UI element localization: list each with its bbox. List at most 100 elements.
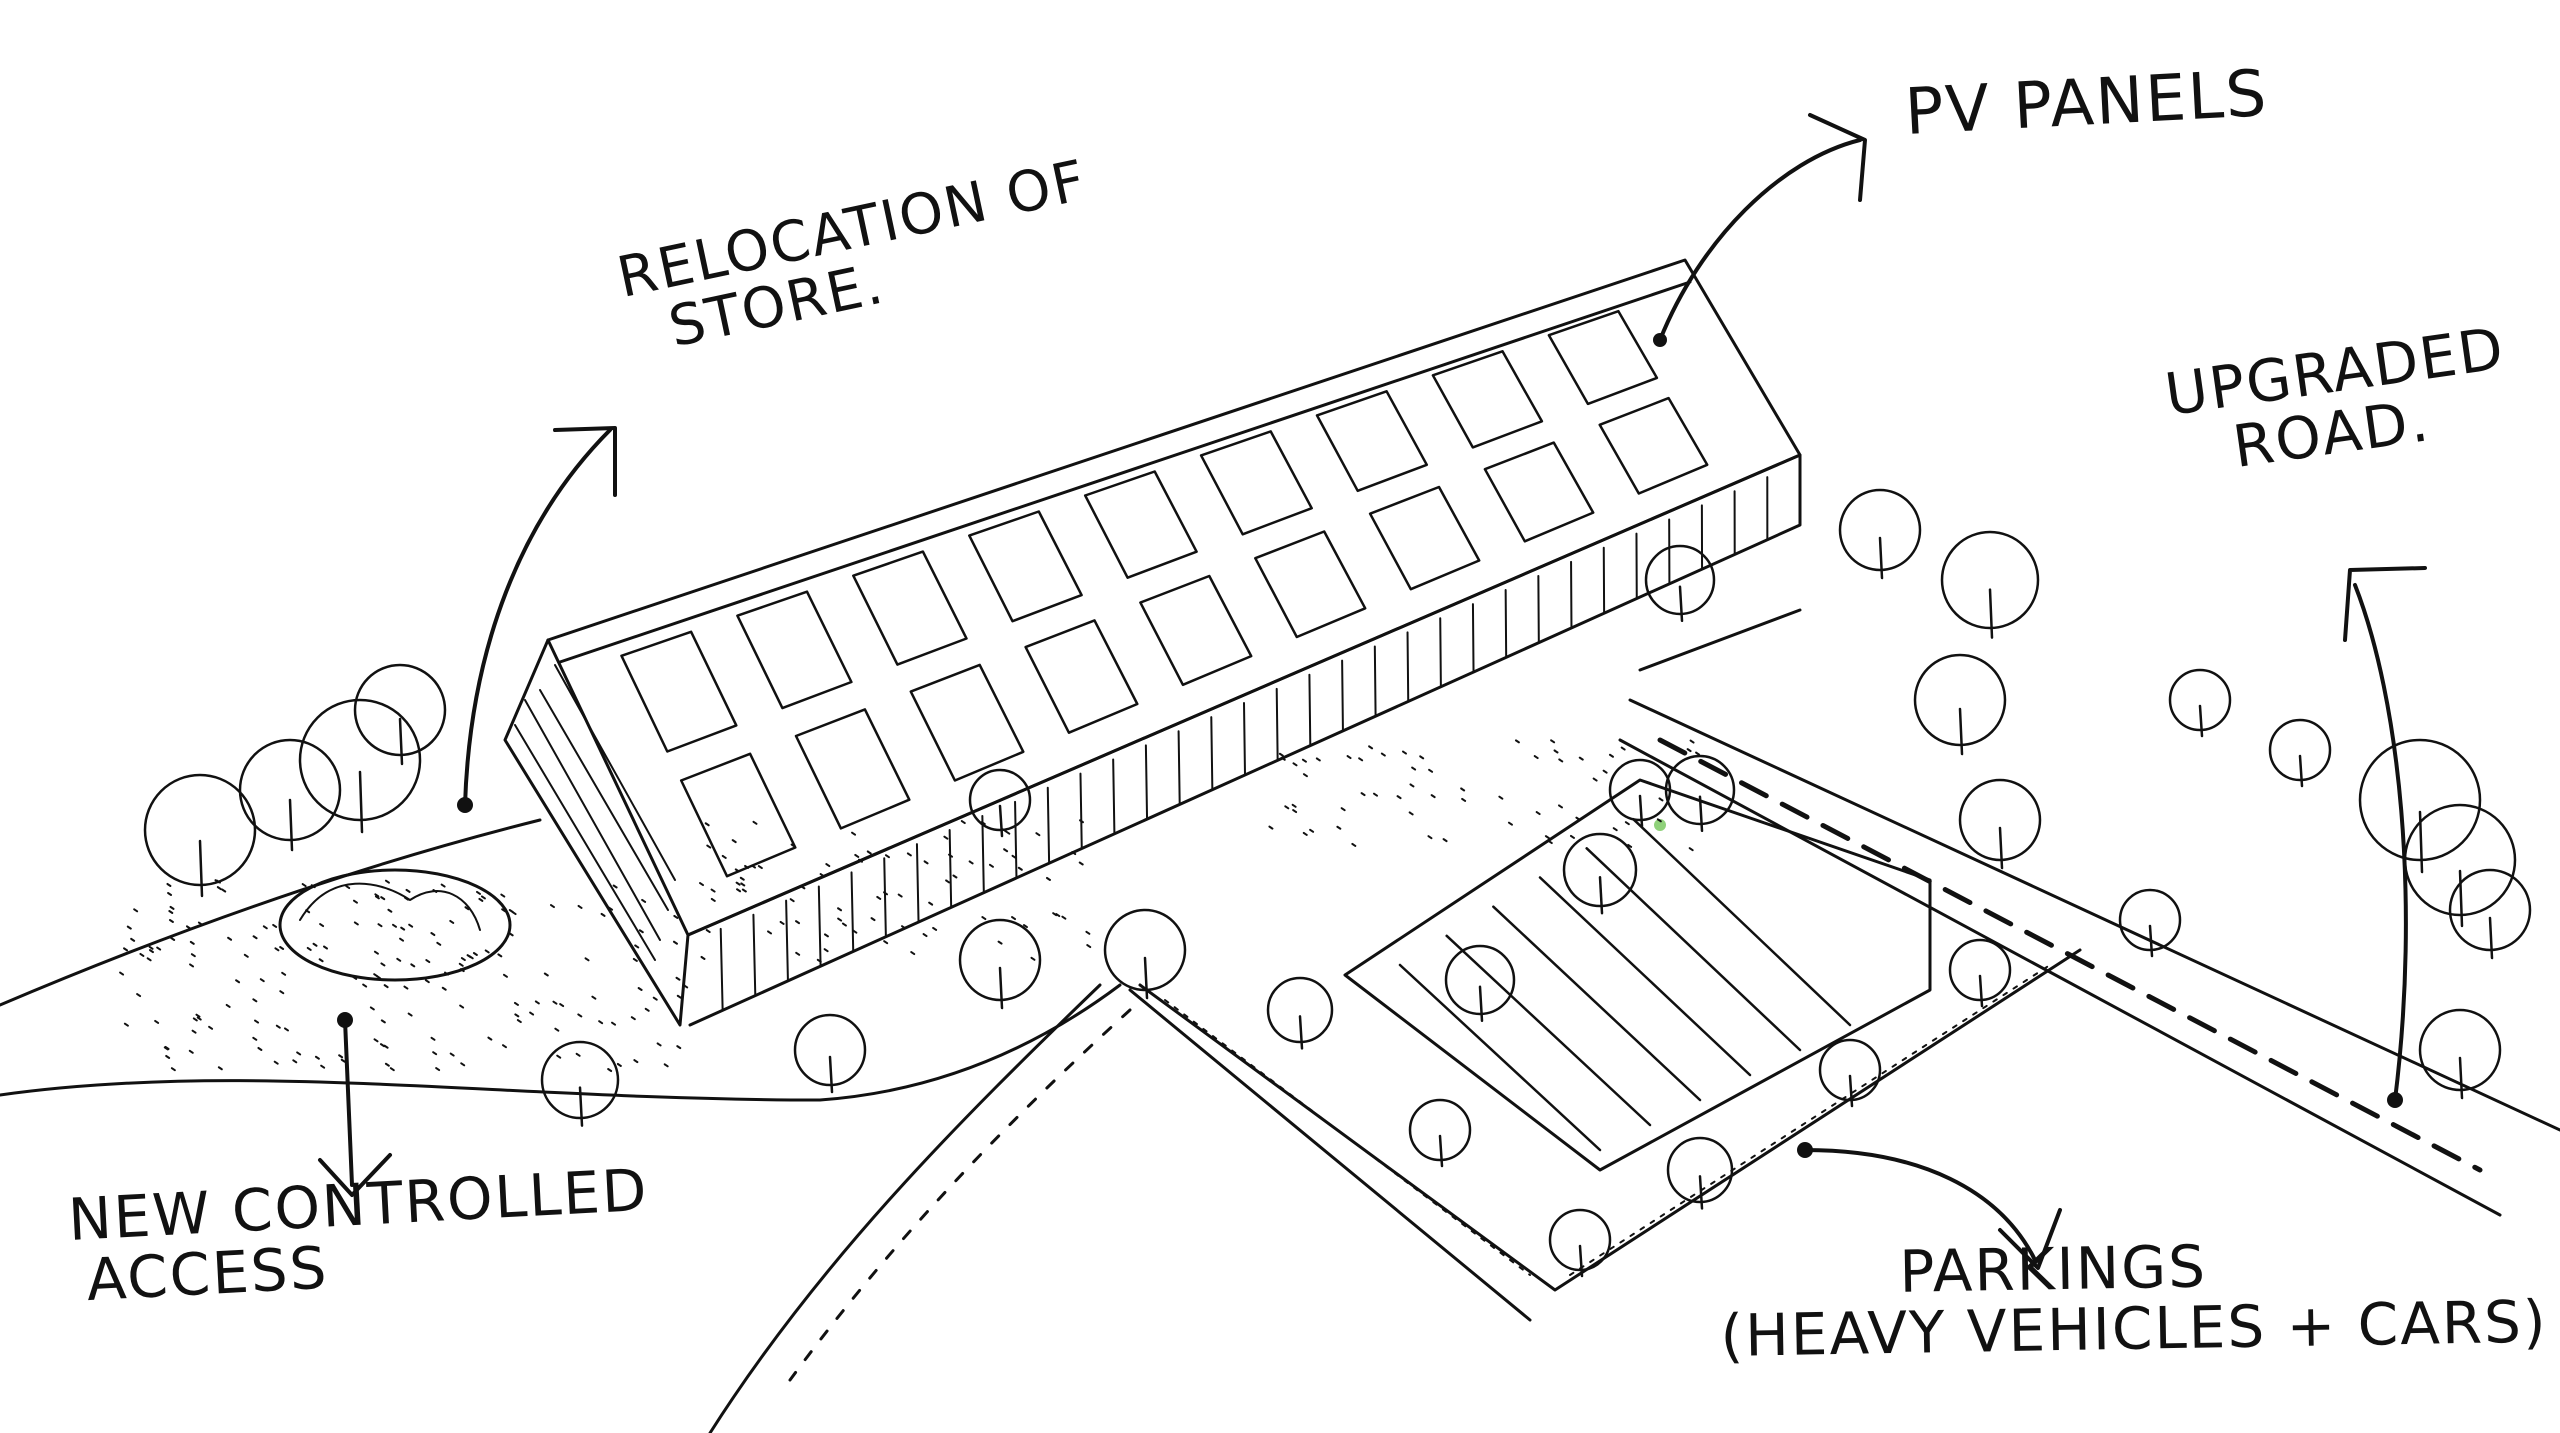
parking-bay-line — [1445, 934, 1652, 1127]
stipple-mark — [374, 893, 380, 898]
stipple-mark — [1035, 832, 1041, 837]
stipple-mark — [374, 895, 380, 900]
stipple-mark — [436, 941, 442, 946]
parking-bay-line — [1585, 847, 1802, 1052]
left-path-top — [0, 818, 542, 1007]
stipple-mark — [257, 1046, 263, 1051]
stipple-mark — [1085, 930, 1091, 935]
stipple-mark — [133, 908, 139, 913]
label-parkings: PARKINGS (HEAVY VEHICLES + CARS) — [1719, 1231, 2548, 1370]
stipple-mark — [189, 940, 195, 945]
stipple-mark — [981, 916, 987, 921]
tree-trunk — [398, 717, 404, 766]
roof-eave-line — [558, 280, 1692, 664]
stipple-mark — [656, 1042, 662, 1047]
stipple-mark — [387, 908, 393, 913]
stipple-mark — [1689, 739, 1695, 744]
stipple-mark — [314, 1055, 320, 1060]
relocation-dot — [457, 797, 473, 813]
window-mullion — [1014, 800, 1018, 879]
tree — [298, 698, 422, 822]
stipple-mark — [478, 897, 484, 902]
stipple-mark — [922, 933, 928, 938]
pv-panel — [1199, 430, 1313, 536]
stipple-mark — [123, 947, 129, 952]
stipple-mark — [322, 945, 328, 950]
stipple-mark — [710, 888, 716, 893]
stipple-mark — [312, 942, 318, 947]
tree-trunk — [2458, 1056, 2464, 1100]
window-mullion — [1439, 617, 1442, 688]
stipple-mark — [362, 983, 368, 988]
stipple-mark — [641, 898, 647, 903]
stipple-mark — [1078, 861, 1084, 866]
stipple-mark — [795, 951, 801, 956]
stipple-mark — [673, 940, 679, 945]
tree — [1958, 778, 2042, 862]
stipple-mark — [1001, 828, 1007, 833]
tree — [540, 1040, 620, 1120]
pv-panel — [968, 510, 1083, 623]
parking-bays — [1398, 817, 1852, 1152]
stipple-mark — [306, 946, 312, 951]
stipple-mark — [608, 906, 614, 911]
stipple-mark — [425, 959, 431, 964]
stipple-mark — [1430, 794, 1436, 799]
tree — [1266, 976, 1334, 1044]
stipple-mark — [876, 895, 882, 900]
landscaped-mound — [278, 868, 512, 982]
stipple-mark — [195, 1013, 201, 1018]
stipple-mark — [1547, 840, 1553, 845]
stipple-mark — [170, 936, 176, 941]
tree-trunk — [1638, 794, 1644, 828]
window-mullion — [1210, 716, 1214, 791]
stipple-mark — [208, 1025, 214, 1030]
stipple-mark — [460, 1062, 466, 1067]
stipple-mark — [795, 920, 801, 925]
stipple-mark — [852, 929, 858, 934]
stipple-mark — [508, 932, 514, 937]
tree-trunk — [1478, 985, 1484, 1023]
stipple-mark — [225, 1003, 231, 1008]
window-mullion — [948, 829, 953, 909]
stipple-mark — [837, 917, 843, 922]
tree — [1664, 754, 1736, 826]
tree-trunk — [1438, 1134, 1444, 1168]
window-mullion — [1079, 772, 1083, 850]
stipple-mark — [449, 919, 455, 924]
green-marker — [1654, 819, 1666, 831]
stipple-mark — [943, 835, 949, 840]
stipple-mark — [630, 1016, 636, 1021]
stipple-mark — [1686, 748, 1692, 753]
access-arrow — [343, 1018, 354, 1187]
stipple-mark — [167, 891, 173, 896]
stipple-mark — [403, 985, 409, 990]
tree-trunk — [2198, 704, 2204, 738]
stipple-mark — [432, 1051, 438, 1056]
window-mullion — [981, 814, 985, 894]
stipple-mark — [841, 922, 847, 927]
window-mullion — [1112, 758, 1116, 835]
stipple-mark — [676, 994, 682, 999]
stipple-mark — [616, 1062, 622, 1067]
stipple-mark — [1358, 757, 1364, 762]
stipple-mark — [383, 1044, 389, 1049]
stipple-mark — [215, 879, 221, 884]
stipple-mark — [1011, 854, 1017, 859]
stipple-mark — [825, 863, 831, 868]
parking-bay-line — [1538, 876, 1752, 1077]
stipple-mark — [1309, 828, 1315, 833]
tree-trunk — [1143, 956, 1149, 1000]
stipple-mark — [854, 853, 860, 858]
pv-panel — [1547, 309, 1659, 406]
pv-panel — [1483, 441, 1595, 543]
stipple-mark — [435, 1067, 441, 1072]
stipple-mark — [1292, 762, 1298, 767]
stipple-mark — [191, 1029, 197, 1034]
window-mullion — [1243, 702, 1246, 776]
stipple-mark — [676, 1045, 682, 1050]
stipple-mark — [591, 995, 597, 1000]
stipple-mark — [960, 820, 966, 825]
window-mullion — [1373, 645, 1377, 718]
parking-bay-line — [1492, 905, 1702, 1102]
